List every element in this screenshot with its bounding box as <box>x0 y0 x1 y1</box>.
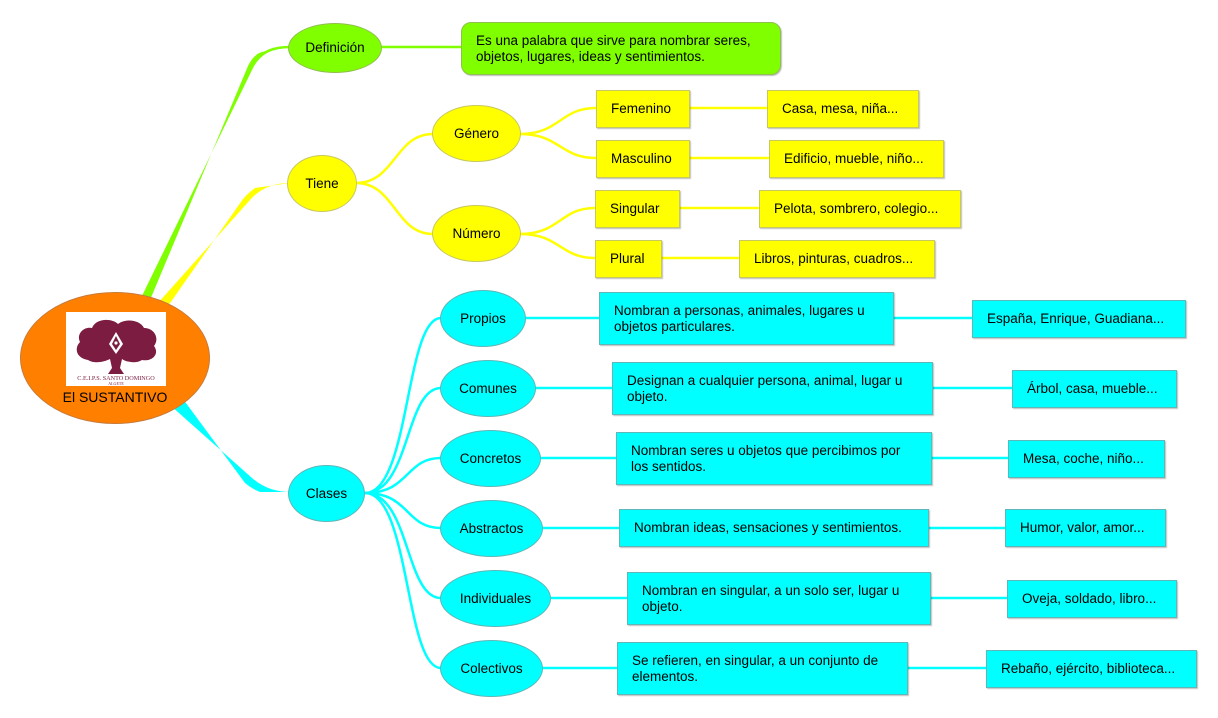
clase-concretos-desc-box[interactable]: Nombran seres u objetos que percibimos p… <box>616 432 932 485</box>
edge-numero-singular <box>519 206 596 236</box>
definicion-node[interactable]: Definición <box>288 23 382 73</box>
clase-individuales-label: Individuales <box>459 590 532 606</box>
femenino-example-box[interactable]: Casa, mesa, niña... <box>767 90 919 128</box>
clase-abstractos-desc-box[interactable]: Nombran ideas, sensaciones y sentimiento… <box>619 509 929 547</box>
edge-clases-concretos <box>364 456 442 495</box>
tiene-label: Tiene <box>305 175 339 191</box>
clase-individuales-example-box[interactable]: Oveja, soldado, libro... <box>1007 580 1177 618</box>
clase-abstractos-node[interactable]: Abstractos <box>440 500 543 557</box>
logo-text-line2: ALGETE <box>108 381 124 386</box>
edge-tiene-numero <box>355 181 434 236</box>
tiene-node[interactable]: Tiene <box>287 155 357 212</box>
singular-example: Pelota, sombrero, colegio... <box>774 201 939 216</box>
clase-colectivos-example: Rebaño, ejército, biblioteca... <box>1001 661 1176 676</box>
clase-individuales-desc-line2: objeto. <box>642 598 683 614</box>
edge-genero-femenino <box>519 106 597 136</box>
definicion-text-box[interactable]: Es una palabra que sirve para nombrar se… <box>461 22 781 75</box>
clase-concretos-node[interactable]: Concretos <box>440 430 541 487</box>
clase-abstractos-desc-line1: Nombran ideas, sensaciones y sentimiento… <box>634 520 902 535</box>
clase-comunes-desc-line2: objeto. <box>627 388 668 404</box>
clase-propios-label: Propios <box>460 310 506 326</box>
singular-example-box[interactable]: Pelota, sombrero, colegio... <box>759 190 961 228</box>
clases-node[interactable]: Clases <box>288 465 365 522</box>
plural-label: Plural <box>610 251 645 266</box>
clase-abstractos-label: Abstractos <box>459 520 524 536</box>
clase-individuales-example: Oveja, soldado, libro... <box>1022 591 1157 606</box>
edge-root-definicion-tail <box>250 45 291 67</box>
clase-propios-example-box[interactable]: España, Enrique, Guadiana... <box>972 300 1186 338</box>
masculino-example-box[interactable]: Edificio, mueble, niño... <box>769 140 944 178</box>
edge-genero-masculino <box>519 132 597 160</box>
plural-box[interactable]: Plural <box>595 240 662 278</box>
clase-concretos-example: Mesa, coche, niño... <box>1023 451 1144 466</box>
clase-colectivos-desc-box[interactable]: Se refieren, en singular, a un conjunto … <box>617 642 908 695</box>
clase-abstractos-example: Humor, valor, amor... <box>1020 520 1145 535</box>
clase-propios-example: España, Enrique, Guadiana... <box>987 311 1165 326</box>
clase-colectivos-desc-line2: elementos. <box>632 668 699 684</box>
clase-comunes-label: Comunes <box>459 380 517 396</box>
femenino-box[interactable]: Femenino <box>596 90 690 128</box>
clases-label: Clases <box>305 485 348 501</box>
edge-root-definicion <box>140 47 290 300</box>
clase-individuales-desc-box[interactable]: Nombran en singular, a un solo ser, luga… <box>627 572 931 625</box>
edge-clases-propios <box>364 316 442 495</box>
numero-label: Número <box>452 225 501 241</box>
clase-comunes-node[interactable]: Comunes <box>440 360 536 417</box>
clase-propios-desc-line2: objetos particulares. <box>614 318 735 334</box>
numero-node[interactable]: Número <box>432 205 521 262</box>
clase-comunes-desc-line1: Designan a cualquier persona, animal, lu… <box>627 372 903 388</box>
edge-numero-plural <box>519 232 596 260</box>
genero-node[interactable]: Género <box>432 105 521 162</box>
femenino-example: Casa, mesa, niña... <box>782 101 899 116</box>
edge-root-tiene <box>158 183 290 306</box>
root-node[interactable]: C.E.I.P.S. SANTO DOMINGO ALGETE El SUSTA… <box>20 292 210 424</box>
definicion-text-line2: objetos, lugares, ideas y sentimientos. <box>476 48 705 64</box>
clase-comunes-example-box[interactable]: Árbol, casa, mueble... <box>1012 370 1177 408</box>
singular-label: Singular <box>610 201 660 216</box>
plural-example-box[interactable]: Libros, pinturas, cuadros... <box>739 240 935 278</box>
clase-colectivos-example-box[interactable]: Rebaño, ejército, biblioteca... <box>986 650 1197 688</box>
root-label: El SUSTANTIVO <box>62 389 168 405</box>
edge-clases-individuales <box>364 491 442 600</box>
masculino-box[interactable]: Masculino <box>596 140 690 178</box>
clase-concretos-desc-line2: los sentidos. <box>631 458 707 474</box>
clase-abstractos-example-box[interactable]: Humor, valor, amor... <box>1005 509 1166 547</box>
edge-clases-abstractos <box>364 491 442 530</box>
edge-clases-comunes <box>364 386 442 495</box>
singular-box[interactable]: Singular <box>595 190 680 228</box>
clase-colectivos-desc-line1: Se refieren, en singular, a un conjunto … <box>632 652 879 668</box>
clase-propios-node[interactable]: Propios <box>440 290 526 347</box>
clase-concretos-desc-line1: Nombran seres u objetos que percibimos p… <box>631 442 901 458</box>
logo-text-line1: C.E.I.P.S. SANTO DOMINGO <box>77 375 155 382</box>
masculino-example: Edificio, mueble, niño... <box>784 151 924 166</box>
clase-concretos-label: Concretos <box>459 450 522 466</box>
definicion-label: Definición <box>305 40 365 55</box>
clase-colectivos-node[interactable]: Colectivos <box>440 640 543 697</box>
edge-tiene-genero <box>355 132 434 185</box>
school-logo: C.E.I.P.S. SANTO DOMINGO ALGETE <box>66 312 166 386</box>
tree-pen-logo-icon: C.E.I.P.S. SANTO DOMINGO ALGETE <box>76 319 157 386</box>
clase-concretos-example-box[interactable]: Mesa, coche, niño... <box>1008 440 1165 478</box>
plural-example: Libros, pinturas, cuadros... <box>754 251 914 266</box>
clase-individuales-node[interactable]: Individuales <box>440 570 551 627</box>
genero-label: Género <box>453 125 500 141</box>
edge-clases-colectivos <box>364 491 442 670</box>
edge-root-clases <box>170 395 290 492</box>
clase-propios-desc-line1: Nombran a personas, animales, lugares u <box>614 302 865 318</box>
clase-colectivos-label: Colectivos <box>460 660 523 676</box>
clase-individuales-desc-line1: Nombran en singular, a un solo ser, luga… <box>642 582 900 598</box>
clase-comunes-example: Árbol, casa, mueble... <box>1027 381 1158 396</box>
clase-comunes-desc-box[interactable]: Designan a cualquier persona, animal, lu… <box>612 362 933 415</box>
definicion-text-line1: Es una palabra que sirve para nombrar se… <box>476 32 751 48</box>
masculino-label: Masculino <box>611 151 672 166</box>
femenino-label: Femenino <box>611 101 672 116</box>
